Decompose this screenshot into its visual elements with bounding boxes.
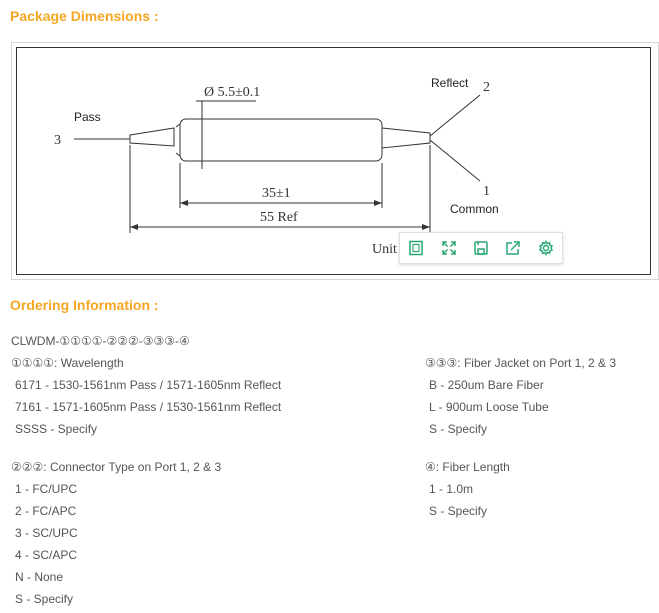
package-drawing: 3 Ø 5.5±0.1 35±1 55 Ref 2 1 Unit Pass Re… [11, 42, 659, 280]
fiber-jacket-header: ③③③: Fiber Jacket on Port 1, 2 & 3 [425, 356, 617, 370]
ordering-code: CLWDM-①①①①-②②②-③③③-④ [11, 334, 190, 348]
fiber-length-header: ④: Fiber Length [425, 460, 510, 474]
settings-icon[interactable] [533, 235, 559, 261]
wavelength-section: ①①①①: Wavelength 6171 - 1530-1561nm Pass… [11, 352, 281, 440]
save-icon[interactable] [468, 235, 494, 261]
list-item: N - None [15, 570, 64, 584]
reflect-fiber-line [429, 94, 481, 137]
reflect-label: Reflect [431, 76, 469, 90]
port1-label: 1 [483, 184, 490, 199]
list-item: 4 - SC/APC [15, 548, 78, 562]
device-body [179, 118, 383, 162]
list-item: S - Specify [429, 422, 488, 436]
diameter-label: Ø 5.5±0.1 [204, 85, 260, 100]
share-icon[interactable] [500, 235, 526, 261]
list-item: S - Specify [429, 504, 488, 518]
list-item: SSSS - Specify [15, 422, 98, 436]
fiber-length-section: ④: Fiber Length 1 - 1.0m S - Specify [425, 456, 510, 522]
list-item: S - Specify [15, 592, 74, 606]
expand-icon[interactable] [436, 235, 462, 261]
common-label: Common [450, 202, 499, 216]
left-boot [129, 127, 175, 147]
drawing-border [16, 47, 651, 275]
list-item: 3 - SC/UPC [15, 526, 78, 540]
pass-label: Pass [74, 110, 101, 124]
wavelength-header: ①①①①: Wavelength [11, 356, 124, 370]
list-item: L - 900um Loose Tube [429, 400, 549, 414]
port3-label: 3 [54, 133, 61, 148]
connector-section: ②②②: Connector Type on Port 1, 2 & 3 1 -… [11, 456, 221, 610]
unit-label: Unit [372, 242, 397, 257]
list-item: 7161 - 1571-1605nm Pass / 1530-1561nm Re… [15, 400, 282, 414]
list-item: 2 - FC/APC [15, 504, 77, 518]
right-boot [381, 127, 431, 149]
port2-label: 2 [483, 80, 490, 95]
image-toolbar [399, 232, 563, 264]
length-55-label: 55 Ref [260, 210, 298, 225]
package-dimensions-title: Package Dimensions : [10, 8, 159, 24]
frame-icon[interactable] [403, 235, 429, 261]
list-item: 1 - 1.0m [429, 482, 474, 496]
list-item: 6171 - 1530-1561nm Pass / 1571-1605nm Re… [15, 378, 282, 392]
fiber-jacket-section: ③③③: Fiber Jacket on Port 1, 2 & 3 B - 2… [425, 352, 616, 440]
length-35-label: 35±1 [262, 186, 291, 201]
connector-header: ②②②: Connector Type on Port 1, 2 & 3 [11, 460, 222, 474]
dimension-drawing-svg: 3 Ø 5.5±0.1 35±1 55 Ref 2 1 Unit Pass Re… [54, 76, 499, 257]
list-item: 1 - FC/UPC [15, 482, 78, 496]
list-item: B - 250um Bare Fiber [429, 378, 544, 392]
ordering-information-title: Ordering Information : [10, 297, 159, 313]
common-fiber-line [429, 139, 481, 182]
